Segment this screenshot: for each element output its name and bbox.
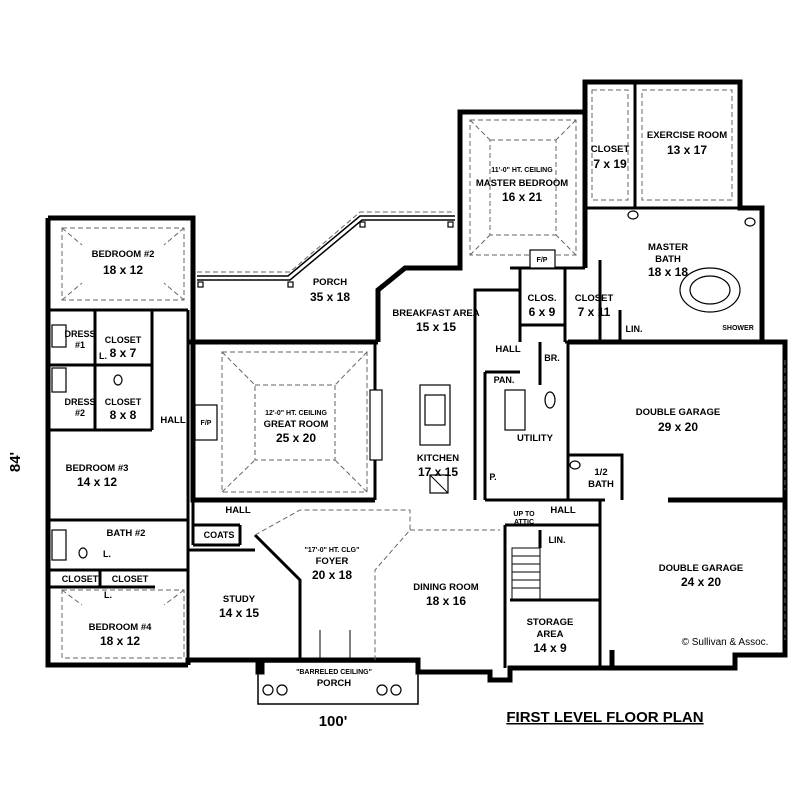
- study-name: STUDY: [223, 594, 256, 605]
- fp-great-label: F/P: [201, 420, 212, 427]
- porch-railing: [197, 215, 455, 288]
- master-bath-size: 18 x 18: [648, 265, 688, 279]
- foyer-size: 20 x 18: [312, 568, 352, 582]
- storage-name: STORAGE: [527, 617, 574, 628]
- bedroom3-size: 14 x 12: [77, 475, 117, 489]
- l3-label: L.: [104, 590, 112, 600]
- closet-7x11-name: CLOSET: [575, 293, 614, 304]
- exercise-size: 13 x 17: [667, 143, 707, 157]
- br-label: BR.: [544, 353, 560, 363]
- master-bedroom-size: 16 x 21: [502, 190, 542, 204]
- lin-master-label: LIN.: [626, 324, 643, 334]
- kitchen-name: KITCHEN: [417, 453, 459, 464]
- great-room-size: 25 x 20: [276, 431, 316, 445]
- master-bath-name: MASTER: [648, 242, 688, 253]
- hall-kitchen-label: HALL: [495, 344, 521, 355]
- clos-name: CLOS.: [527, 293, 556, 304]
- closet-7x11-size: 7 x 11: [578, 305, 611, 319]
- fixtures: [51, 210, 756, 601]
- ceiling-outlines: [61, 89, 786, 660]
- shower-label: SHOWER: [722, 325, 754, 332]
- master-bedroom-ceiling: 11'-0" HT. CEILING: [491, 167, 553, 174]
- depth-dimension: 84': [7, 452, 24, 472]
- storage-name2: AREA: [537, 629, 564, 640]
- garage1-size: 29 x 20: [658, 420, 698, 434]
- half-bath-name: BATH: [588, 479, 614, 490]
- closet-8x7-size: 8 x 7: [110, 346, 137, 360]
- hall-left-label: HALL: [160, 415, 186, 426]
- l2-label: L.: [103, 549, 111, 559]
- coats-label: COATS: [204, 530, 235, 540]
- garage1-name: DOUBLE GARAGE: [636, 407, 720, 418]
- front-porch-ceiling: "BARRELED CEILING": [296, 669, 372, 676]
- bedroom2-name: BEDROOM #2: [92, 249, 155, 260]
- dress2-num: #2: [75, 408, 85, 418]
- foyer-ceiling: "17'-0" HT. CLG": [305, 547, 360, 554]
- pan-label: PAN.: [494, 375, 515, 385]
- master-bedroom-name: MASTER BEDROOM: [476, 178, 568, 189]
- porch-size: 35 x 18: [310, 290, 350, 304]
- garage2-size: 24 x 20: [681, 575, 721, 589]
- study-size: 14 x 15: [219, 606, 259, 620]
- closet-b-label: CLOSET: [112, 574, 149, 584]
- exercise-name: EXERCISE ROOM: [647, 130, 727, 141]
- storage-size: 14 x 9: [533, 641, 567, 655]
- bedroom2-size: 18 x 12: [103, 263, 143, 277]
- l1-label: L.: [99, 351, 107, 361]
- up-to-attic-1: UP TO: [513, 511, 535, 518]
- front-porch: [257, 630, 419, 705]
- closet-8x7-name: CLOSET: [105, 335, 142, 345]
- bedroom4-name: BEDROOM #4: [89, 622, 153, 633]
- room-labels: BEDROOM #2 18 x 12 PORCH 35 x 18 11'-0" …: [62, 130, 754, 689]
- half-bath-num: 1/2: [594, 467, 607, 478]
- dress1-num: #1: [75, 340, 85, 350]
- great-room-name: GREAT ROOM: [264, 419, 329, 430]
- garage2-name: DOUBLE GARAGE: [659, 563, 743, 574]
- dining-name: DINING ROOM: [413, 582, 479, 593]
- closet-8x8-name: CLOSET: [105, 397, 142, 407]
- closet-master-size: 7 x 19: [593, 157, 627, 171]
- front-porch-name: PORCH: [317, 678, 351, 689]
- closet-8x8-size: 8 x 8: [110, 408, 137, 422]
- great-room-ceiling: 12'-0" HT. CEILING: [265, 410, 327, 417]
- lin-stair-label: LIN.: [549, 535, 566, 545]
- fp-master-label: F/P: [537, 257, 548, 264]
- bedroom3-name: BEDROOM #3: [66, 463, 129, 474]
- foyer-name: FOYER: [316, 556, 349, 567]
- utility-label: UTILITY: [517, 433, 554, 444]
- copyright: © Sullivan & Assoc.: [682, 637, 769, 648]
- dress1-name: DRESS: [64, 329, 95, 339]
- master-bath-name2: BATH: [655, 254, 681, 265]
- clos-size: 6 x 9: [529, 305, 556, 319]
- plan-title: FIRST LEVEL FLOOR PLAN: [506, 709, 703, 726]
- hall-mid-label: HALL: [225, 505, 251, 516]
- breakfast-size: 15 x 15: [416, 320, 456, 334]
- bedroom4-size: 18 x 12: [100, 634, 140, 648]
- dining-size: 18 x 16: [426, 594, 466, 608]
- interior-walls: [48, 82, 785, 668]
- breakfast-name: BREAKFAST AREA: [392, 308, 479, 319]
- bath2-name: BATH #2: [107, 528, 146, 539]
- width-dimension: 100': [319, 713, 348, 730]
- kitchen-size: 17 x 15: [418, 465, 458, 479]
- closet-master-name: CLOSET: [591, 144, 630, 155]
- dress2-name: DRESS: [64, 397, 95, 407]
- p-label: P.: [489, 472, 496, 482]
- closet-a-label: CLOSET: [62, 574, 99, 584]
- hall-right-label: HALL: [550, 505, 576, 516]
- porch-name: PORCH: [313, 277, 347, 288]
- up-to-attic-2: ATTIC: [514, 519, 534, 526]
